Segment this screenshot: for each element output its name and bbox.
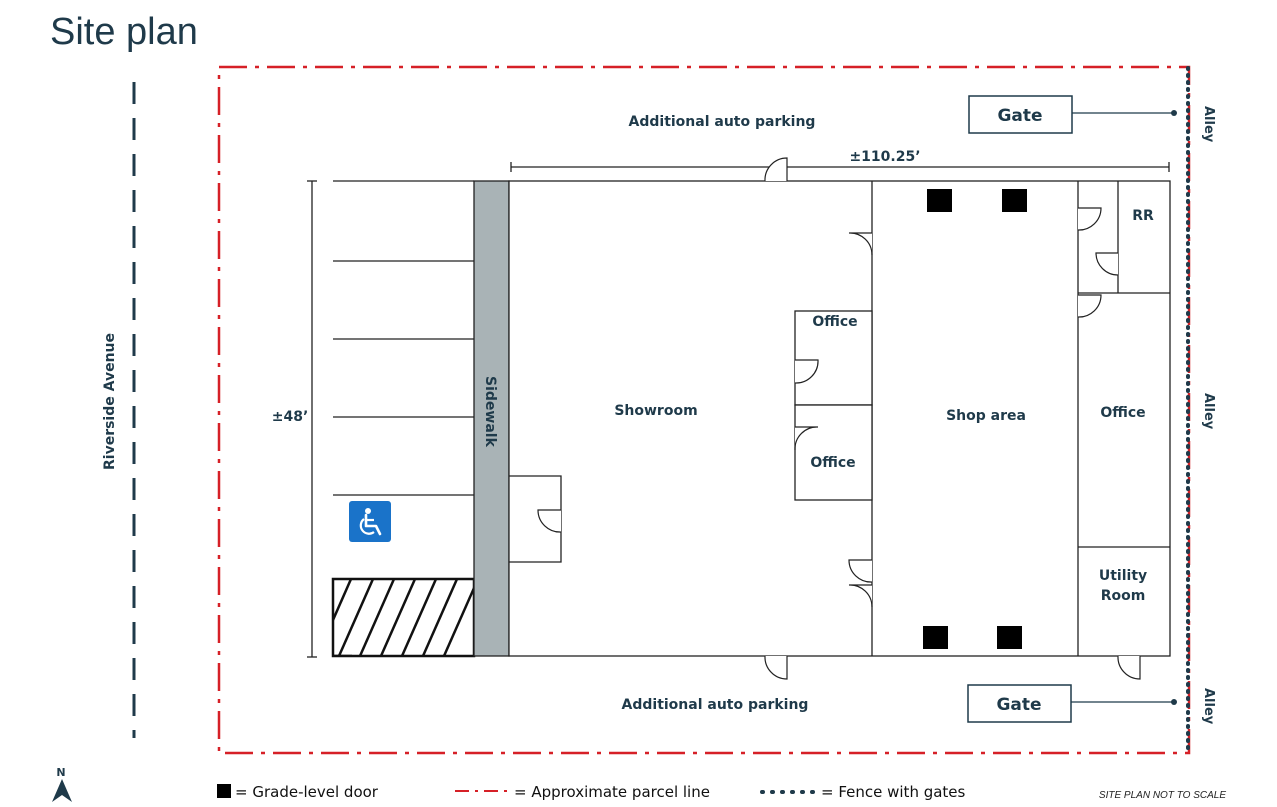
alley-label-bottom: Alley bbox=[1201, 688, 1216, 725]
dimension-width-label: ±110.25’ bbox=[849, 149, 920, 165]
dimension-width: ±110.25’ bbox=[510, 149, 1170, 172]
legend-fence: = Fence with gates bbox=[821, 783, 966, 801]
gate-bottom-label: Gate bbox=[996, 695, 1041, 715]
room-restroom: RR bbox=[1132, 208, 1154, 224]
room-showroom: Showroom bbox=[614, 403, 697, 419]
grade-level-doors bbox=[923, 189, 1027, 649]
sidewalk bbox=[473, 180, 510, 657]
sidewalk-label: Sidewalk bbox=[482, 376, 498, 448]
parking-top-label: Additional auto parking bbox=[629, 114, 816, 130]
dimension-depth-label: ±48’ bbox=[272, 409, 309, 425]
page-title: Site plan bbox=[50, 11, 198, 53]
room-office-2: Office bbox=[810, 455, 855, 471]
legend-grade-door: = Grade-level door bbox=[235, 783, 379, 801]
accessible-aisle-hatch bbox=[331, 577, 476, 658]
office-block bbox=[794, 310, 873, 501]
north-label: N bbox=[56, 766, 65, 779]
room-shop-area: Shop area bbox=[946, 408, 1026, 424]
scale-note: SITE PLAN NOT TO SCALE bbox=[1099, 790, 1226, 801]
room-utility-line2: Room bbox=[1101, 588, 1146, 604]
gate-top-label: Gate bbox=[997, 106, 1042, 126]
parking-bottom-label: Additional auto parking bbox=[622, 697, 809, 713]
alley-label-middle: Alley bbox=[1201, 393, 1216, 430]
dimension-depth: ±48’ bbox=[272, 180, 317, 658]
gate-top: Gate bbox=[968, 95, 1177, 134]
street-label: Riverside Avenue bbox=[102, 333, 118, 470]
room-office-3: Office bbox=[1100, 405, 1145, 421]
parking-stalls bbox=[333, 180, 474, 496]
room-office-1: Office bbox=[812, 314, 857, 330]
room-utility-line1: Utility bbox=[1099, 568, 1147, 584]
legend: = Grade-level door = Approximate parcel … bbox=[217, 783, 966, 801]
doors bbox=[537, 157, 1141, 680]
legend-grade-door-swatch bbox=[217, 784, 231, 798]
alley-label-top: Alley bbox=[1201, 106, 1216, 143]
north-arrow-icon: N bbox=[52, 766, 72, 802]
gate-bottom: Gate bbox=[967, 684, 1177, 723]
legend-parcel-line: = Approximate parcel line bbox=[514, 783, 710, 801]
accessible-parking-icon bbox=[349, 501, 391, 542]
